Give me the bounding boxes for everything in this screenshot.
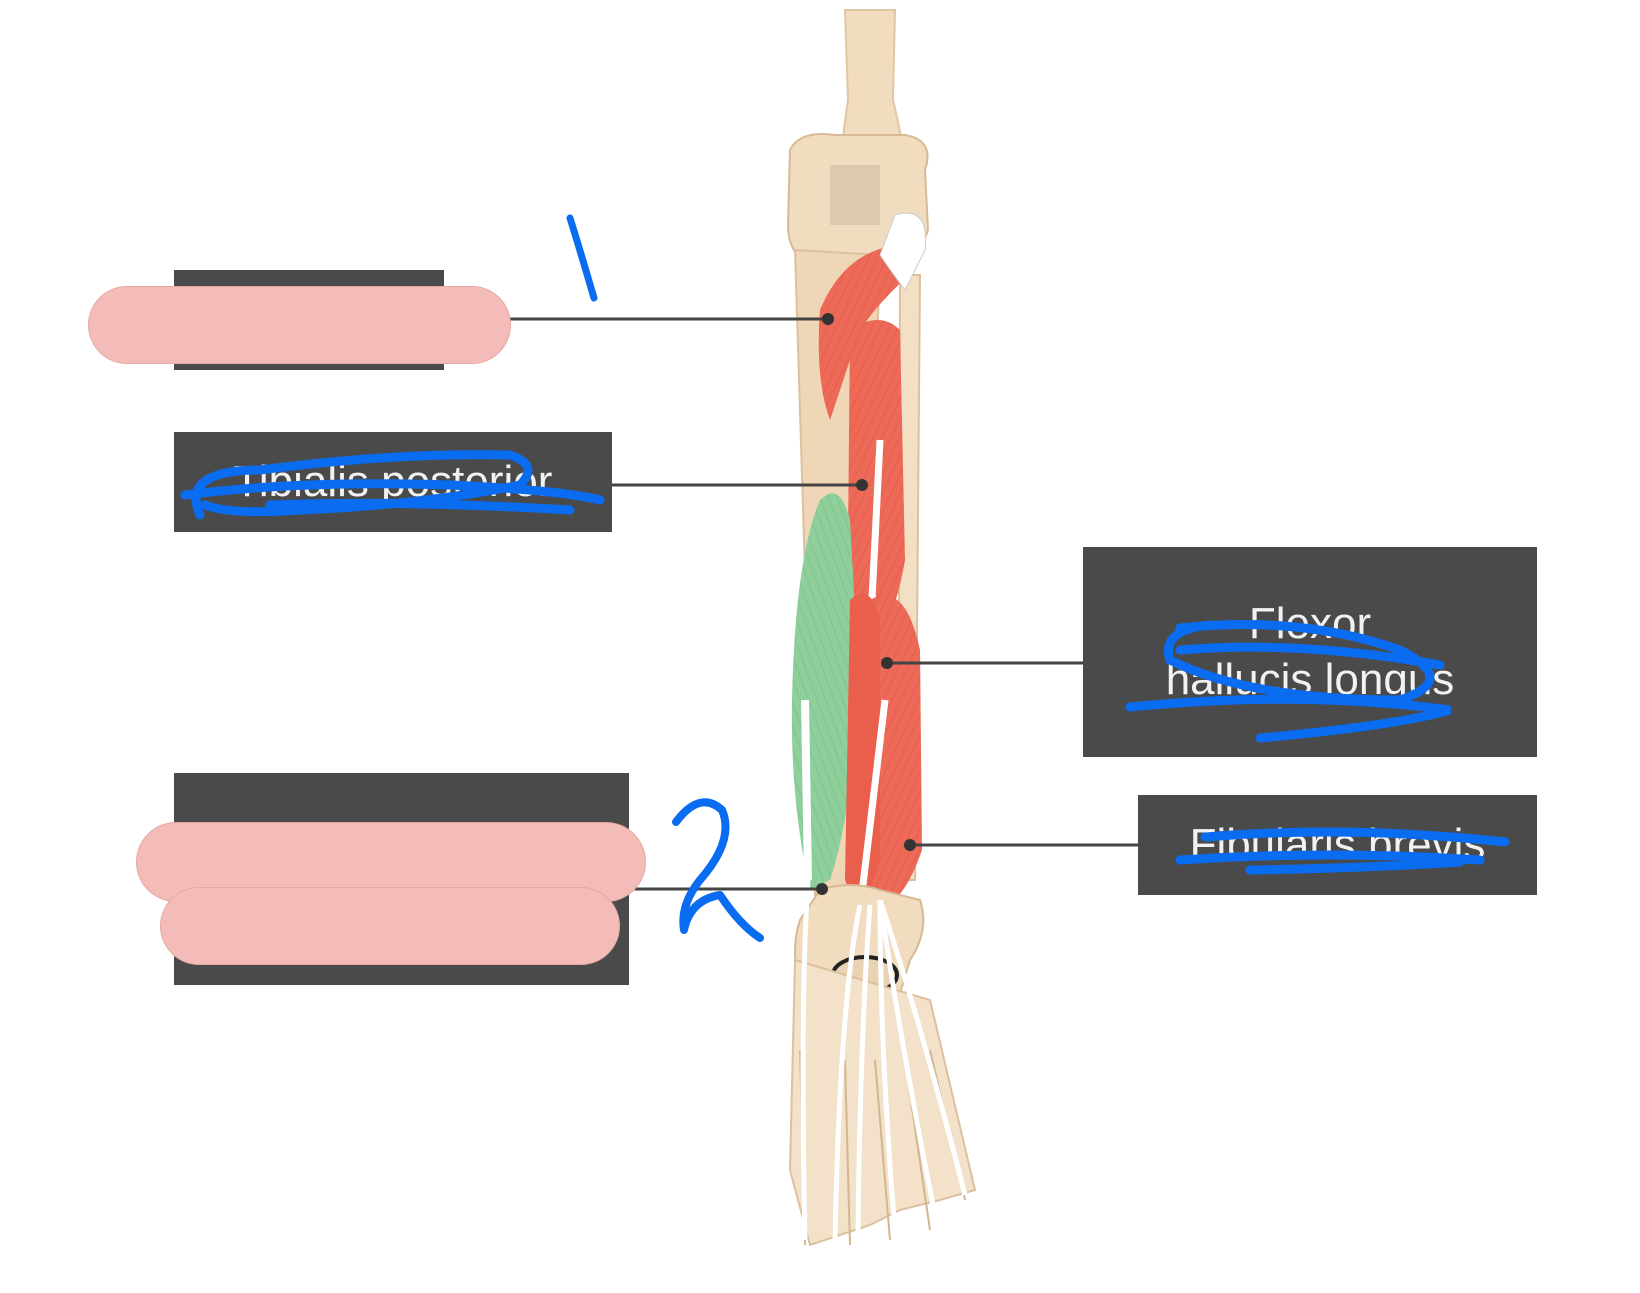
scribble-flexor-hallucis-longus [1125,619,1452,743]
scribble-fibularis-brevis [1175,827,1510,875]
handwritten-number-1 [566,214,598,302]
pink-mask-1 [88,286,511,364]
leader-lines [510,317,1140,891]
leader-dots [816,313,916,895]
scribble-tibialis-posterior [180,450,605,520]
toe-tendons [800,879,968,1241]
pink-mask-2b [160,887,620,965]
handwritten-number-2 [672,798,764,942]
